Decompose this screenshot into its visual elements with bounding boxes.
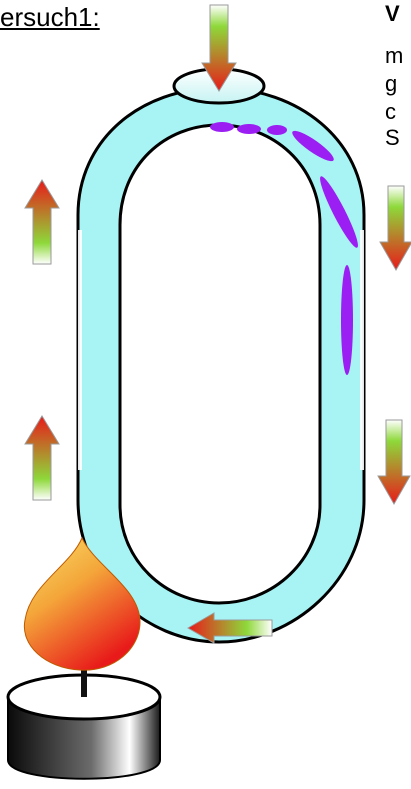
arrow-right-lower-down [378,420,410,504]
side-text-title: V [385,2,400,26]
experiment-heading: ersuch1: [0,2,100,32]
dye-drop [237,124,261,134]
side-text-line: g [385,72,397,96]
arrow-left-upper-up [25,180,59,264]
dye-drop [210,122,234,132]
dye-drop [267,125,287,135]
dye-streak [341,265,353,375]
arrow-right-upper-down [380,186,411,270]
side-text-line: c [385,100,396,124]
side-text-line: m [385,44,403,68]
tube-water [78,88,364,642]
arrow-left-lower-up [25,416,59,500]
side-text-line: S [385,126,400,150]
glass-tube [78,88,364,642]
